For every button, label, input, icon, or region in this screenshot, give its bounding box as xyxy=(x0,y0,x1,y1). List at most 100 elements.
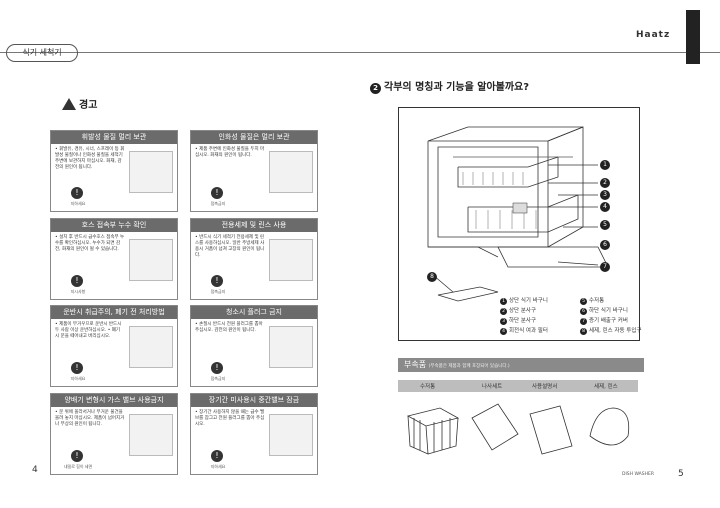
warning-card-icon-label: 접촉금지 xyxy=(210,376,226,381)
callout-1: 1 xyxy=(600,160,610,170)
warning-card-title: 장기간 미사용시 중간밸브 잠금 xyxy=(191,394,317,407)
warning-card-title: 전용세제 및 린스 사용 xyxy=(191,219,317,232)
section-number: 2 xyxy=(370,83,381,94)
legend-label: 회전식 여과 필터 xyxy=(509,328,548,334)
accessory-label: 세제, 린스 xyxy=(594,384,618,390)
accessory-label: 사용설명서 xyxy=(532,384,558,390)
prohibit-icon: ! xyxy=(211,362,223,374)
prohibit-icon: ! xyxy=(211,450,223,462)
warning-card: 인화성 물질은 멀리 보관 • 제품 주변에 인화성 물질을 두지 마십시오. 화… xyxy=(190,130,318,212)
prohibit-icon: ! xyxy=(211,187,223,199)
accessories-bar: 부속품 (부속품은 제품과 함께 포장되어 있습니다.) xyxy=(398,358,644,372)
warning-illustration xyxy=(129,151,173,193)
warning-illustration xyxy=(129,414,173,456)
legend-label: 상단 식기 바구니 xyxy=(509,298,548,304)
warning-card-text: • 반드시 식기 세척기 전용세제 및 린스를 사용하십시오. 일반 주방세제 … xyxy=(195,235,265,258)
warning-card-title: 호스 접속부 누수 확인 xyxy=(51,219,177,232)
warning-card-title: 운반시 취급주의, 폐기 전 처리방법 xyxy=(51,306,177,319)
legend-label: 하단 분사구 xyxy=(509,318,537,324)
model-label: DISH WASHER xyxy=(622,472,654,477)
prohibit-icon: ! xyxy=(71,450,83,462)
accessory-label: 나사세트 xyxy=(482,384,503,390)
warning-icon xyxy=(62,98,76,110)
warning-card-text: • 휘발유, 경유, 시너, 스프레이 등 휘발성 물질이나 인화성 물질을 세… xyxy=(55,147,125,170)
callout-5: 5 xyxy=(600,220,610,230)
diagram-frame xyxy=(398,107,640,341)
warning-illustration xyxy=(269,151,313,193)
callout-8: 8 xyxy=(427,272,437,282)
warning-card-title: 인화성 물질은 멀리 보관 xyxy=(191,131,317,144)
prohibit-icon: ! xyxy=(71,187,83,199)
warning-card-icon-label: 접촉금지 xyxy=(210,201,226,206)
accessories-title: 부속품 xyxy=(404,360,427,369)
warning-card-text: • 제품 주변에 인화성 물질을 두지 마십시오. 화재의 원인이 됩니다. xyxy=(195,147,265,158)
callout-3: 3 xyxy=(600,190,610,200)
legend-number: 1 xyxy=(500,298,507,305)
section-title-text: 각부의 명칭과 기능을 알아볼까요? xyxy=(384,82,530,93)
warning-card-text: • 문 위에 올라서거나 무거운 물건을 올려 놓지 마십시오. 제품이 넘어지… xyxy=(55,410,125,427)
warning-illustration xyxy=(269,239,313,281)
warning-title: 경고 xyxy=(62,96,97,111)
chapter-tab: 식기 세척기 xyxy=(6,44,78,62)
warning-card-title: 휘발성 물질 멀리 보관 xyxy=(51,131,177,144)
warning-illustration xyxy=(129,326,173,368)
legend-number: 7 xyxy=(580,318,587,325)
callout-4: 4 xyxy=(600,202,610,212)
legend-label: 증기 배출구 커버 xyxy=(589,318,628,324)
callout-6: 6 xyxy=(600,240,610,250)
prohibit-icon: ! xyxy=(71,275,83,287)
legend-number: 3 xyxy=(500,318,507,325)
accessories-illustrations xyxy=(406,403,630,455)
warning-card-icon-label: 지시사항 xyxy=(70,289,86,294)
warning-card-icon-label: 내밀로 힘이 세면 xyxy=(63,464,93,469)
warning-illustration xyxy=(129,239,173,281)
legend-number: 2 xyxy=(500,308,507,315)
warning-label: 경고 xyxy=(79,100,98,111)
warning-card-icon-label: 지하세요 xyxy=(70,201,86,206)
warning-illustration xyxy=(269,326,313,368)
legend-number: 6 xyxy=(580,308,587,315)
accessories-strip xyxy=(398,380,638,392)
chapter-marker xyxy=(686,10,700,64)
legend-label: 수저통 xyxy=(589,298,605,304)
warning-card-title: 청소시 플러그 금지 xyxy=(191,306,317,319)
warning-card: 운반시 취급주의, 폐기 전 처리방법 • 제품이 무거우므로 운반시 반드시 두… xyxy=(50,305,178,387)
warning-card: 장기간 미사용시 중간밸브 잠금 • 장기간 사용하지 않을 때는 급수 밸브를 … xyxy=(190,393,318,475)
warning-illustration xyxy=(269,414,313,456)
warning-card-icon-label: 접촉금지 xyxy=(210,289,226,294)
legend-number: 8 xyxy=(580,328,587,335)
warning-card-text: • 장기간 사용하지 않을 때는 급수 밸브를 잠그고 전원 플러그를 뽑아 주… xyxy=(195,410,265,427)
warning-card-text: • 제품이 무거우므로 운반시 반드시 두 사람 이상 운반하십시오. • 폐기… xyxy=(55,322,122,339)
page-number-left: 4 xyxy=(32,465,38,475)
page-number-right: 5 xyxy=(678,469,684,479)
warning-card-text: • 설치 후 반드시 급수호스 접속부 누수를 확인하십시오. 누수가 되면 감… xyxy=(55,235,125,252)
warning-card-icon-label: 지하세요 xyxy=(210,464,226,469)
warning-card: 휘발성 물질 멀리 보관 • 휘발유, 경유, 시너, 스프레이 등 휘발성 물질… xyxy=(50,130,178,212)
callout-7: 7 xyxy=(600,262,610,272)
legend-label: 세제, 린스 자동 투입구 xyxy=(589,328,642,334)
header-divider xyxy=(0,52,720,53)
accessories-subtitle: (부속품은 제품과 함께 포장되어 있습니다.) xyxy=(428,364,510,369)
warning-card: 양배기 변형시 가스 밸브 사용금지 • 문 위에 올라서거나 무거운 물건을 올… xyxy=(50,393,178,475)
legend-label: 상단 분사구 xyxy=(509,308,537,314)
legend-number: 4 xyxy=(500,328,507,335)
callout-2: 2 xyxy=(600,178,610,188)
prohibit-icon: ! xyxy=(211,275,223,287)
warning-card: 호스 접속부 누수 확인 • 설치 후 반드시 급수호스 접속부 누수를 확인하십… xyxy=(50,218,178,300)
warning-card-icon-label: 지하세요 xyxy=(70,376,86,381)
legend-number: 5 xyxy=(580,298,587,305)
accessory-label: 수저통 xyxy=(420,384,436,390)
brand-logo: Haatz xyxy=(636,30,671,40)
legend-label: 하단 식기 바구니 xyxy=(589,308,628,314)
warning-card: 청소시 플러그 금지• 손질시 반드시 전원 플러그를 뽑아 주십시오. 감전의… xyxy=(190,305,318,387)
warning-card-title: 양배기 변형시 가스 밸브 사용금지 xyxy=(51,394,177,407)
